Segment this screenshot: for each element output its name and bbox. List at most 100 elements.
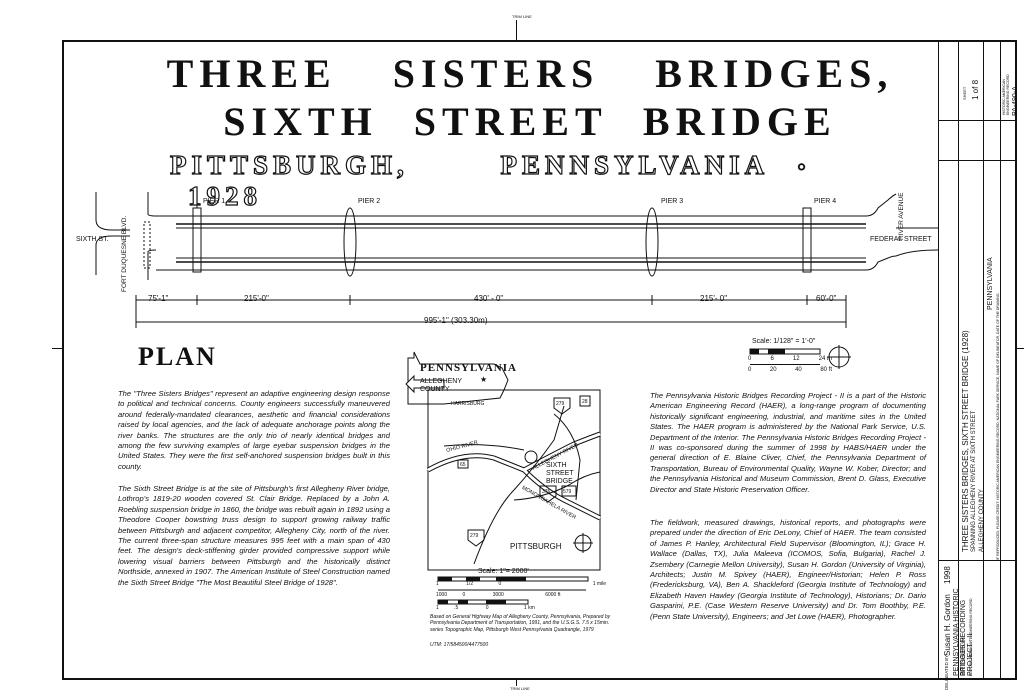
label-pier-1: PIER 1 — [203, 198, 226, 205]
map-utm: UTM: 17/584500/4477500 — [430, 642, 489, 648]
sidebar-subtitle: SPANNING ALLEGHENY RIVER AT SIXTH STREET — [971, 410, 977, 552]
map-pittsburgh-label: PITTSBURGH — [510, 542, 562, 551]
scale-tick: 1000 — [436, 592, 448, 598]
highway-279 — [473, 405, 565, 565]
scale-tick: 0 — [462, 592, 466, 598]
scale-tick: 1 — [436, 605, 439, 611]
title-location: PITTSBURGH, PENNSYLVANIA ○ 1928 — [169, 149, 890, 212]
map-frame — [427, 389, 601, 571]
pier-4 — [802, 207, 812, 273]
route-376: 376 — [542, 489, 551, 495]
dim-215-b: 215'- 0" — [700, 294, 728, 303]
sidebar-county: ALLEGHENY COUNTY — [979, 489, 985, 552]
title-block-hrule-2 — [938, 120, 1017, 121]
route-579: 579 — [563, 489, 572, 495]
dim-total: 995'-1" (303.30m) — [424, 316, 488, 325]
plan-scale-line — [750, 364, 820, 365]
scale-tick: .5 — [454, 605, 459, 611]
scale-tick: 12 — [792, 356, 800, 362]
highway-376 — [513, 471, 601, 501]
paragraph-description: The "Three Sisters Bridges" represent an… — [118, 389, 390, 471]
drawing-frame — [62, 40, 1017, 680]
sidebar-title: THREE SISTERS BRIDGES, SIXTH STREET BRID… — [961, 330, 970, 552]
title-block-rule-3 — [1000, 40, 1001, 680]
title-line-1: THREE SISTERS BRIDGES, — [166, 51, 894, 96]
scale-tick: 1 km — [523, 605, 535, 611]
plan-scale-bar — [749, 348, 821, 355]
scale-tick: 24 m — [818, 356, 832, 362]
left-abutment — [147, 192, 157, 217]
center-tick-bottom — [516, 680, 517, 686]
plan-heading: PLAN — [138, 342, 217, 371]
dim-60: 60'-0" — [816, 294, 837, 303]
map-pennsylvania-label: PENNSYLVANIA — [420, 362, 517, 374]
trim-mark-top: TRIM LINE — [512, 14, 532, 19]
scale-tick: 6 — [770, 356, 774, 362]
map-scale-bars — [437, 576, 589, 605]
map-scale-miles: 1 1/2 0 1 mile — [436, 581, 626, 587]
sidebar-state: PENNSYLVANIA — [987, 257, 994, 310]
title-city: PITTSBURGH, — [169, 149, 409, 180]
center-tick-top — [516, 20, 517, 40]
map-bridge-label: SIXTH STREET BRIDGE — [546, 462, 574, 485]
title-block — [938, 40, 1017, 680]
sidebar-sheet-label: SHEET — [962, 86, 967, 100]
dim-430: 430' - 0" — [474, 294, 504, 303]
title-block-hrule-3 — [938, 560, 1017, 561]
scale-tick: 0 — [748, 356, 752, 362]
dim-215-a: 215'-0" — [244, 294, 269, 303]
label-federal-street: FEDERAL STREET — [870, 236, 932, 243]
scale-tick: 80 ft — [820, 367, 832, 373]
scale-tick: 0 — [485, 605, 489, 611]
title-block-rule-2 — [983, 40, 984, 680]
label-sixth-st: SIXTH ST. — [76, 236, 109, 243]
bridge-plan-drawing — [95, 192, 938, 328]
scale-tick: 3000 — [492, 592, 504, 598]
label-pier-3: PIER 3 — [661, 198, 684, 205]
map-county-label: ALLEGHENY COUNTY — [420, 378, 462, 393]
map-scale-feet: 1000 0 3000 6000 ft — [436, 592, 626, 598]
title-block-rule-1 — [958, 40, 959, 680]
sidebar-program-sub: HISTORIC AMERICAN ENGINEERING RECORD — [969, 598, 973, 676]
map-scale-label: Scale: 1"= 2000' — [478, 568, 529, 575]
trim-mark-bottom: TRIM LINE — [510, 686, 530, 691]
pier-3 — [645, 207, 659, 277]
location-map: ★ — [405, 351, 602, 571]
title-state: PENNSYLVANIA — [500, 149, 768, 180]
sidebar-delineator: Susan H. Gordon — [943, 594, 952, 656]
title-line-2: SIXTH STREET BRIDGE — [223, 99, 837, 144]
side-tick-left — [52, 348, 62, 349]
label-pier-2: PIER 2 — [358, 198, 381, 205]
map-harrisburg-label: HARRISBURG — [451, 401, 485, 407]
route-279-south: 279 — [470, 533, 479, 539]
svg-text:★: ★ — [480, 375, 487, 384]
route-28: 28 — [582, 399, 588, 405]
scale-tick: 1/2 — [466, 581, 474, 587]
left-street-corner-top — [95, 192, 130, 231]
sidebar-place: PITTSBURGH — [961, 637, 967, 676]
plan-scale-feet: 0 20 40 80 ft — [748, 367, 832, 373]
map-source-note: Based on General Highway Map of Alleghen… — [430, 614, 611, 633]
right-abutment — [865, 193, 897, 217]
title-block-divider — [938, 40, 939, 680]
label-pier-4: PIER 4 — [814, 198, 837, 205]
title-block-hrule-1 — [938, 160, 1017, 161]
sidebar-year: 1998 — [943, 566, 952, 584]
scale-tick: 40 — [795, 367, 802, 373]
pennsylvania-outline — [407, 351, 509, 405]
plan-scale-metric: 0 6 12 24 m — [748, 356, 832, 362]
dim-75-1: 75'-1" — [148, 294, 169, 303]
scale-tick: 0 — [748, 367, 752, 373]
route-65: 65 — [460, 462, 466, 468]
side-tick-right — [1017, 348, 1024, 349]
label-fort-duquesne-blvd: FORT DUQUESNE BLVD. — [121, 215, 128, 292]
scale-tick: 6000 ft — [545, 592, 561, 598]
allegheny-county-arrow-icon — [405, 374, 445, 394]
sidebar-survey-number: PA-490-A — [1012, 86, 1019, 116]
plan-scale-label: Scale: 1/128" = 1'-0" — [752, 338, 816, 345]
label-river-avenue: RIVER AVENUE — [898, 192, 905, 240]
scale-tick: 20 — [769, 367, 777, 373]
left-street-corner-bottom — [95, 235, 130, 275]
title-separator-dot: ○ — [797, 159, 811, 175]
